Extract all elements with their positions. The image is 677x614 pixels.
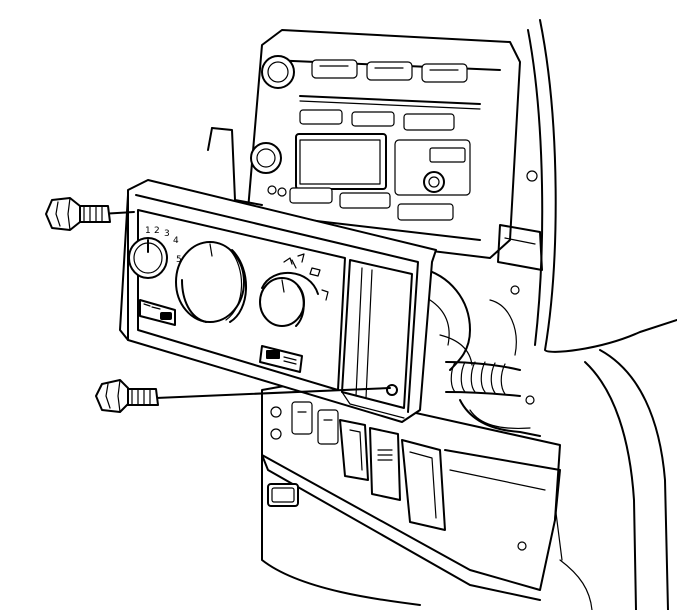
rear-defrost-icon — [266, 350, 280, 359]
bolt-lower — [95, 379, 391, 413]
mode-icons — [283, 253, 329, 301]
air-mode-knob[interactable] — [259, 272, 319, 327]
ac-button-icon — [160, 312, 172, 320]
fan-scale-label-1: 1 — [145, 226, 151, 236]
radio-unit — [247, 29, 521, 259]
fan-speed-knob[interactable] — [128, 237, 168, 279]
hex-bolt-icon — [95, 379, 129, 413]
fan-scale-label-5: 5 — [176, 255, 182, 265]
hvac-control-panel: 1 2 3 4 5 — [119, 179, 437, 423]
temperature-knob[interactable] — [175, 241, 247, 323]
fan-scale-label-3: 3 — [164, 229, 170, 239]
hex-bolt-icon — [45, 197, 81, 231]
fan-scale-label-2: 2 — [154, 226, 160, 236]
bolt-hole — [386, 384, 398, 396]
ac-button[interactable] — [139, 299, 176, 326]
rear-defrost-button[interactable] — [259, 345, 303, 373]
center-bezel — [207, 127, 543, 405]
lower-switch-panel — [261, 384, 561, 606]
wiring-harness — [419, 267, 541, 437]
fan-scale-label-4: 4 — [173, 236, 179, 246]
bolt-upper — [45, 197, 135, 231]
panel-blank-cover — [341, 259, 413, 419]
leader-line-lower — [155, 387, 391, 399]
